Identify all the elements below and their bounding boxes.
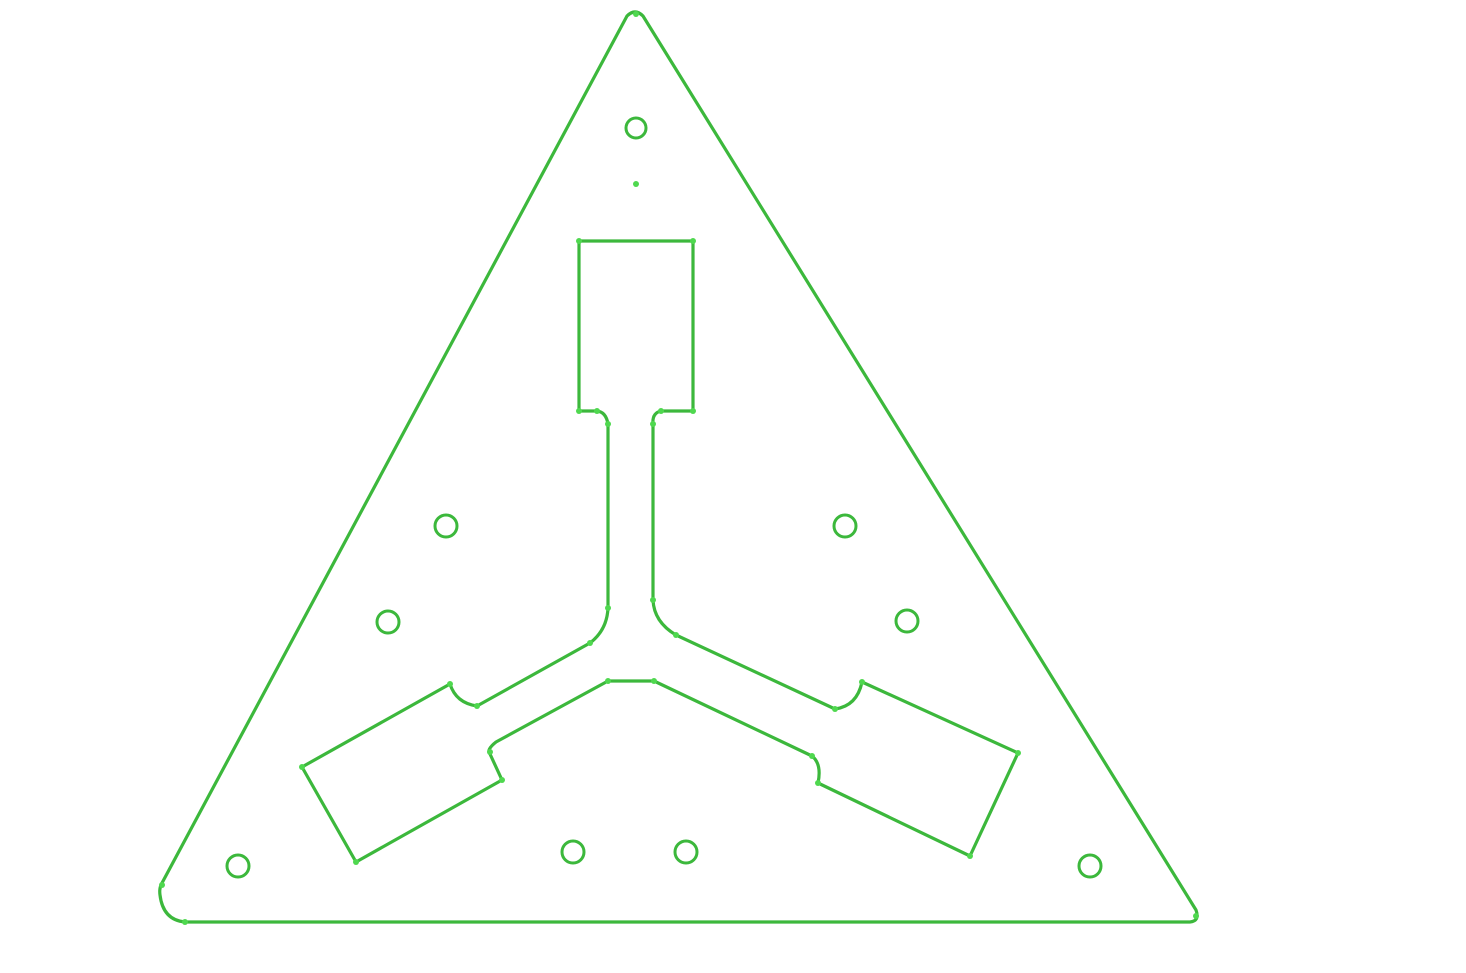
vertex-marker[interactable] bbox=[832, 706, 838, 712]
vertex-marker[interactable] bbox=[474, 703, 480, 709]
mounting-holes-group bbox=[225, 116, 1103, 879]
vertex-marker[interactable] bbox=[576, 238, 582, 244]
vertex-marker[interactable] bbox=[594, 408, 600, 414]
vertex-marker[interactable] bbox=[690, 408, 696, 414]
vertex-marker[interactable] bbox=[605, 605, 611, 611]
vertex-marker[interactable] bbox=[658, 408, 664, 414]
mounting-hole[interactable] bbox=[375, 609, 401, 635]
y-shaped-slot-outline[interactable] bbox=[300, 239, 1020, 864]
vertex-marker[interactable] bbox=[576, 408, 582, 414]
vertex-marker[interactable] bbox=[159, 882, 165, 888]
vertex-marker[interactable] bbox=[499, 777, 505, 783]
vertex-marker[interactable] bbox=[650, 421, 656, 427]
vertex-marker[interactable] bbox=[690, 238, 696, 244]
vertex-marker[interactable] bbox=[605, 678, 611, 684]
mounting-hole[interactable] bbox=[560, 839, 586, 865]
vertex-marker[interactable] bbox=[1015, 750, 1021, 756]
vertex-marker[interactable] bbox=[673, 632, 679, 638]
vertex-marker[interactable] bbox=[1193, 913, 1199, 919]
vertex-marker[interactable] bbox=[650, 597, 656, 603]
vertex-marker[interactable] bbox=[809, 753, 815, 759]
vertex-marker[interactable] bbox=[299, 764, 305, 770]
vertex-marker[interactable] bbox=[651, 678, 657, 684]
vertex-marker[interactable] bbox=[182, 919, 188, 925]
vertex-marker[interactable] bbox=[633, 11, 639, 17]
mounting-hole[interactable] bbox=[1077, 853, 1103, 879]
triangular-plate-outline[interactable] bbox=[158, 10, 1199, 924]
mounting-hole[interactable] bbox=[832, 513, 858, 539]
mounting-hole[interactable] bbox=[673, 839, 699, 865]
vertex-marker[interactable] bbox=[815, 780, 821, 786]
mounting-hole[interactable] bbox=[624, 116, 648, 140]
vertex-marker[interactable] bbox=[353, 859, 359, 865]
vertex-marker[interactable] bbox=[487, 749, 493, 755]
vertex-markers-group bbox=[159, 11, 1199, 925]
vertex-marker[interactable] bbox=[859, 679, 865, 685]
mounting-hole[interactable] bbox=[225, 853, 251, 879]
center-point-marker[interactable] bbox=[633, 181, 639, 187]
vertex-marker[interactable] bbox=[587, 640, 593, 646]
mounting-hole[interactable] bbox=[894, 608, 920, 634]
vertex-marker[interactable] bbox=[605, 421, 611, 427]
mounting-hole[interactable] bbox=[433, 513, 459, 539]
vertex-marker[interactable] bbox=[967, 853, 973, 859]
vertex-marker[interactable] bbox=[447, 681, 453, 687]
